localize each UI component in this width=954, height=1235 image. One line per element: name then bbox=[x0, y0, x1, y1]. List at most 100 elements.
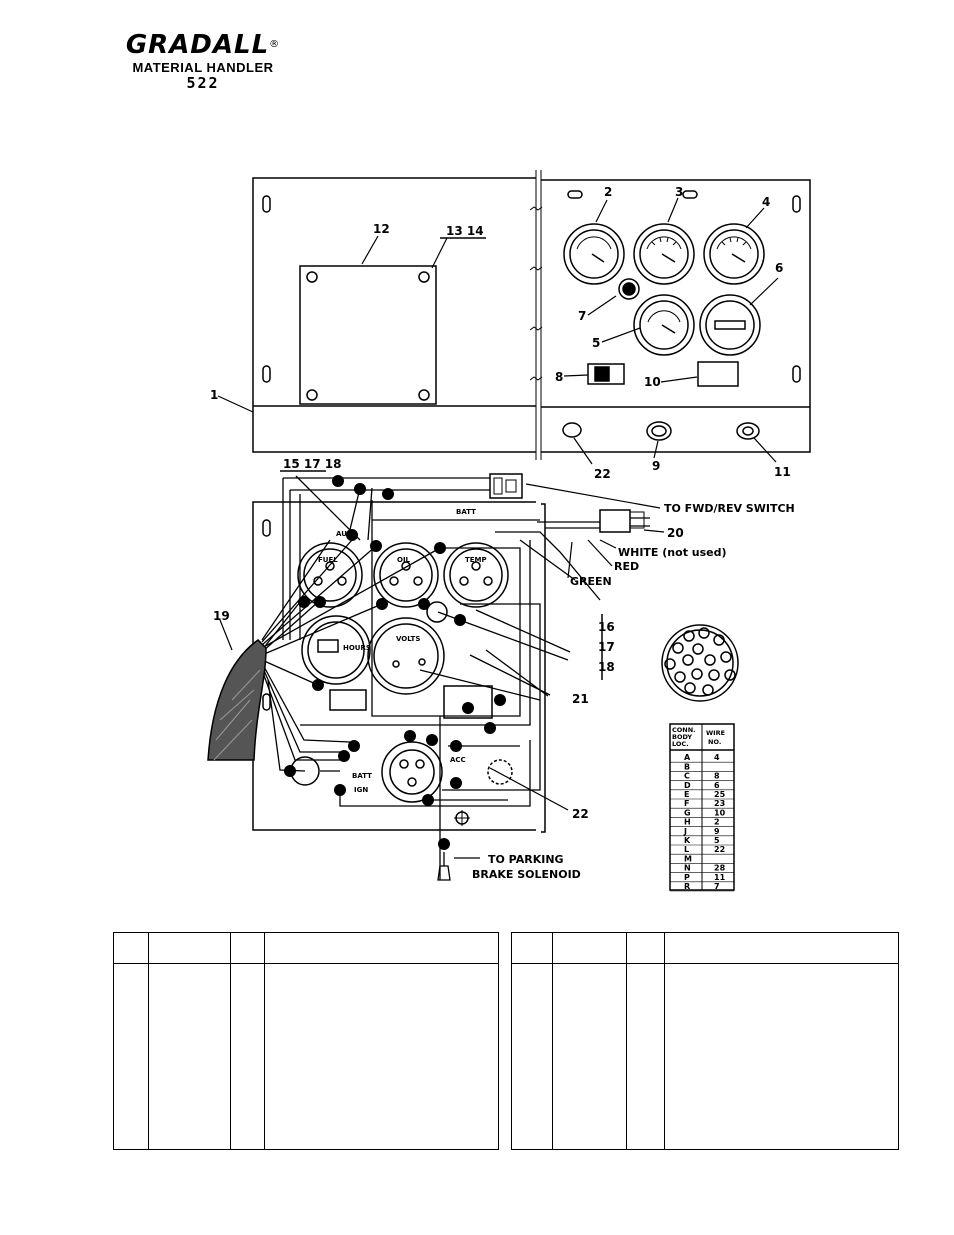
conn-loc-L: L bbox=[684, 845, 689, 854]
conn-loc-G: G bbox=[684, 808, 691, 817]
brand-logo: GRADALL® bbox=[125, 30, 281, 60]
wire-no-K: 5 bbox=[714, 836, 720, 845]
document-header: GRADALL® MATERIAL HANDLER 522 bbox=[108, 30, 298, 92]
callout-22-top: 22 bbox=[594, 467, 611, 481]
subtitle: MATERIAL HANDLER bbox=[132, 60, 274, 75]
label-batt-top: BATT bbox=[456, 508, 476, 516]
conn-loc-J: J bbox=[683, 827, 687, 836]
label-parking-1: TO PARKING bbox=[488, 853, 564, 866]
model-number: 522 bbox=[186, 74, 220, 92]
conn-header-1: CONN. bbox=[672, 726, 696, 734]
callout-3: 3 bbox=[675, 185, 683, 199]
gauge-3 bbox=[633, 223, 695, 285]
conn-loc-B: B bbox=[684, 762, 690, 771]
label-acc: ACC bbox=[450, 756, 466, 764]
conn-loc-P: P bbox=[684, 873, 690, 882]
hourmeter-rear bbox=[301, 615, 371, 685]
wire-no-E: 25 bbox=[714, 790, 726, 799]
wire-no-A: 4 bbox=[714, 753, 720, 762]
conn-loc-A: A bbox=[684, 753, 691, 762]
wire-no-L: 22 bbox=[714, 845, 725, 854]
gauge-5 bbox=[633, 294, 695, 356]
hourmeter-6 bbox=[699, 294, 761, 356]
label-fuel: FUEL bbox=[318, 556, 338, 564]
wire-no-J: 9 bbox=[714, 827, 720, 836]
label-temp: TEMP bbox=[465, 556, 487, 564]
label-aux: AUX bbox=[336, 530, 353, 538]
callout-11: 11 bbox=[774, 465, 791, 479]
dash-panel bbox=[252, 170, 811, 460]
label-ign: IGN bbox=[354, 786, 368, 794]
callout-5: 5 bbox=[592, 336, 600, 350]
wire-no-P: 11 bbox=[714, 873, 726, 882]
conn-loc-M: M bbox=[684, 854, 692, 863]
callout-17: 17 bbox=[598, 640, 615, 654]
callout-9: 9 bbox=[652, 459, 660, 473]
label-fwd-rev: TO FWD/REV SWITCH bbox=[664, 502, 795, 515]
label-batt: BATT bbox=[352, 772, 372, 780]
switch-8 bbox=[587, 363, 625, 385]
wire-no-R: 7 bbox=[714, 882, 720, 891]
conn-loc-D: D bbox=[684, 781, 691, 790]
wire-no-F: 23 bbox=[714, 799, 725, 808]
indicator-rear bbox=[426, 601, 448, 623]
gauge-2 bbox=[563, 223, 625, 285]
label-volts: VOLTS bbox=[396, 635, 420, 643]
conn-loc-C: C bbox=[684, 772, 690, 781]
wire-no-C: 8 bbox=[714, 772, 720, 781]
connector-face bbox=[661, 624, 739, 702]
conn-loc-H: H bbox=[684, 818, 691, 827]
wire-header-2: NO. bbox=[708, 738, 721, 746]
hole-22-rear bbox=[487, 759, 513, 785]
fwd-rev-connector bbox=[489, 473, 523, 499]
callout-12: 12 bbox=[373, 222, 390, 236]
callout-22-rear: 22 bbox=[572, 807, 589, 821]
grommet-11 bbox=[736, 422, 760, 440]
callout-10: 10 bbox=[644, 375, 661, 389]
label-oil: OIL bbox=[397, 556, 411, 564]
gauge-4 bbox=[703, 223, 765, 285]
conn-loc-E: E bbox=[684, 790, 689, 799]
callout-15-17-18: 15 17 18 bbox=[283, 457, 341, 471]
label-parking-2: BRAKE SOLENOID bbox=[472, 868, 581, 881]
plate-rear bbox=[329, 689, 367, 711]
conn-loc-R: R bbox=[684, 882, 690, 891]
parts-table-left bbox=[113, 932, 499, 1150]
conn-loc-K: K bbox=[684, 836, 691, 845]
ignition-switch-rear bbox=[381, 741, 443, 803]
label-green: GREEN bbox=[570, 575, 612, 588]
callout-13-14: 13 14 bbox=[446, 224, 484, 238]
indicator-7 bbox=[618, 278, 640, 300]
callout-18: 18 bbox=[598, 660, 615, 674]
conn-loc-N: N bbox=[684, 864, 691, 873]
callout-19: 19 bbox=[213, 609, 230, 623]
conn-header-3: LOC. bbox=[672, 740, 689, 748]
hole-22 bbox=[562, 422, 582, 438]
callout-4: 4 bbox=[762, 195, 770, 209]
fwd-rev-plug bbox=[599, 509, 631, 533]
key-switch-9 bbox=[646, 421, 672, 441]
conn-header-2: BODY bbox=[672, 733, 692, 741]
label-red: RED bbox=[614, 560, 639, 573]
callout-1: 1 bbox=[210, 388, 218, 402]
wire-no-D: 6 bbox=[714, 781, 720, 790]
switch-rear bbox=[443, 685, 493, 719]
callout-20: 20 bbox=[667, 526, 684, 540]
wire-no-H: 2 bbox=[714, 818, 720, 827]
wire-no-G: 10 bbox=[714, 808, 726, 817]
label-white: WHITE (not used) bbox=[618, 546, 727, 559]
parts-table-right bbox=[511, 932, 899, 1150]
callout-21: 21 bbox=[572, 692, 589, 706]
callout-7: 7 bbox=[578, 309, 586, 323]
callout-6: 6 bbox=[775, 261, 783, 275]
fuel-gauge-rear bbox=[297, 542, 363, 608]
plate-10 bbox=[697, 361, 739, 387]
conn-loc-F: F bbox=[684, 799, 689, 808]
wire-header-1: WIRE bbox=[706, 729, 725, 737]
temp-gauge-rear bbox=[443, 542, 509, 608]
label-hours: HOURS bbox=[343, 644, 371, 652]
oil-gauge-rear bbox=[373, 542, 439, 608]
callout-2: 2 bbox=[604, 185, 612, 199]
